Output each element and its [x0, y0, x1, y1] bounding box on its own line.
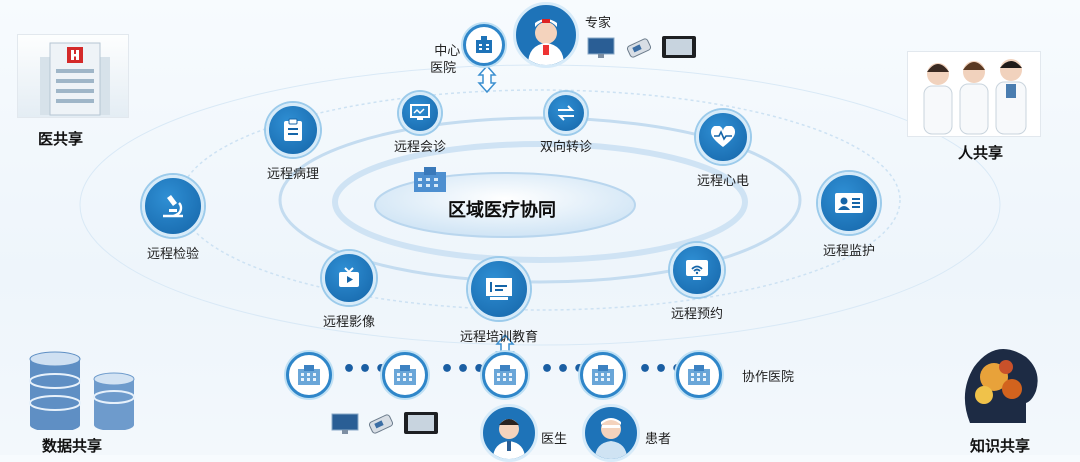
expert-label: 专家 — [585, 16, 612, 31]
collab-hospital-1-icon[interactable] — [286, 352, 332, 398]
pathology-icon — [266, 103, 320, 157]
collab-hospital-label: 协作医院 — [742, 370, 795, 385]
presentation-icon — [468, 258, 530, 320]
center-hospital-icon[interactable] — [463, 24, 505, 66]
doctor-avatar-icon[interactable] — [480, 404, 538, 462]
service-two-way-referral[interactable]: 双向转诊 — [540, 92, 592, 155]
center-hospital-text: 中心 医院 — [430, 44, 461, 76]
collab-hospital-4-icon[interactable] — [580, 352, 626, 398]
lab-label: 远程检验 — [146, 247, 199, 262]
collab-hospital-5-icon[interactable] — [676, 352, 722, 398]
corner-label-people-sharing: 人共享 — [958, 144, 1004, 162]
service-remote-appointment[interactable]: 远程预约 — [670, 243, 724, 322]
expert-avatar-icon[interactable] — [513, 2, 579, 68]
tv-icon — [322, 251, 376, 305]
referral-label: 双向转诊 — [540, 140, 593, 155]
microscope-icon — [142, 175, 204, 237]
appointment-label: 远程预约 — [670, 307, 723, 322]
tablet-icon — [660, 34, 698, 64]
monitoring-label: 远程监护 — [822, 244, 875, 259]
heart-icon — [696, 110, 750, 164]
ecg-label: 远程心电 — [696, 174, 749, 189]
corner-label-medical-sharing: 医共享 — [38, 130, 84, 148]
service-remote-pathology[interactable]: 远程病理 — [266, 103, 320, 182]
center-building-icon — [410, 166, 450, 198]
service-remote-monitoring[interactable]: 远程监护 — [818, 172, 880, 259]
service-remote-training[interactable]: 远程培训教育 — [460, 258, 538, 345]
monitoring-card-icon — [818, 172, 880, 234]
corner-label-data-sharing: 数据共享 — [42, 437, 103, 455]
service-remote-consultation[interactable]: 远程会诊 — [394, 92, 446, 155]
consultation-icon — [399, 92, 441, 134]
pathology-label: 远程病理 — [266, 167, 319, 182]
collab-hospital-3-icon[interactable] — [482, 352, 528, 398]
consultation-label: 远程会诊 — [394, 140, 447, 155]
service-remote-ecg[interactable]: 远程心电 — [696, 110, 750, 189]
phone-icon — [366, 412, 394, 442]
brain-knowledge-image — [950, 343, 1042, 429]
monitor-icon — [586, 36, 616, 64]
patient-label: 患者 — [645, 432, 672, 447]
hospital-building-image — [18, 35, 128, 117]
database-image — [22, 345, 142, 432]
collab-hospital-2-icon[interactable] — [382, 352, 428, 398]
imaging-label: 远程影像 — [322, 315, 375, 330]
corner-label-knowledge-sharing: 知识共享 — [970, 437, 1031, 455]
medical-staff-image — [908, 52, 1040, 136]
service-remote-lab[interactable]: 远程检验 — [142, 175, 204, 262]
ellipsis-dots: ••• — [342, 357, 391, 382]
doctor-label: 医生 — [541, 432, 568, 447]
ellipsis-dots: ••• — [440, 357, 489, 382]
center-hospital-label: 中心 医院 — [426, 26, 460, 77]
tablet-icon — [402, 410, 440, 440]
service-remote-imaging[interactable]: 远程影像 — [322, 251, 376, 330]
referral-icon — [545, 92, 587, 134]
ellipsis-dots: ••• — [540, 357, 589, 382]
training-label: 远程培训教育 — [460, 330, 539, 345]
center-title: 区域医疗协同 — [448, 200, 556, 221]
monitor-icon — [330, 412, 360, 440]
patient-avatar-icon[interactable] — [582, 404, 640, 462]
wireless-monitor-icon — [670, 243, 724, 297]
phone-icon — [624, 36, 652, 66]
